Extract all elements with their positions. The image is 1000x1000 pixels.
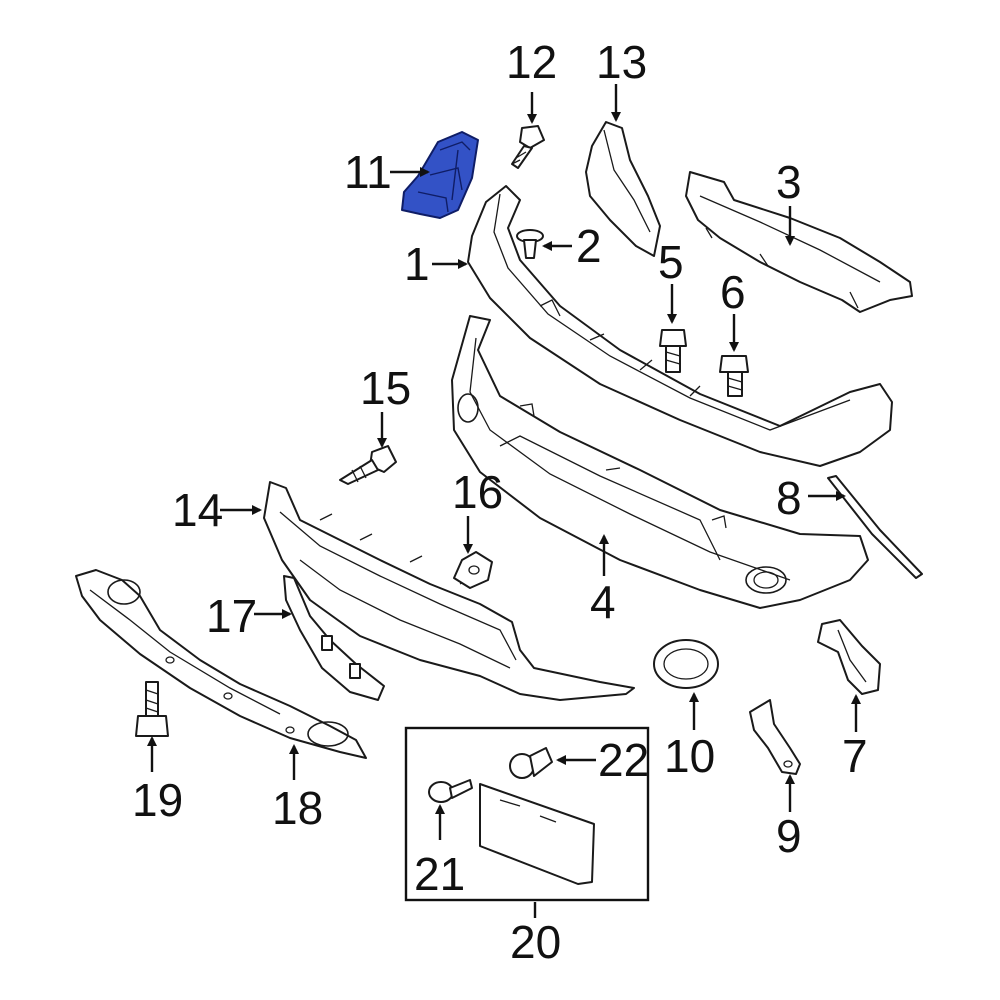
callout-1: 1 xyxy=(404,238,430,290)
leader-lines xyxy=(147,84,861,918)
callout-4: 4 xyxy=(590,576,616,628)
part-20-group-frame xyxy=(404,726,650,902)
callout-20: 20 xyxy=(510,916,561,968)
part-19-bolt[interactable] xyxy=(135,681,169,737)
part-10-bezel[interactable] xyxy=(653,639,719,689)
callout-11: 11 xyxy=(344,146,392,198)
callout-7: 7 xyxy=(842,730,868,782)
callout-16: 16 xyxy=(452,466,503,518)
callout-labels: 11 12 13 3 2 1 5 6 15 16 14 8 4 17 10 7 … xyxy=(132,36,868,968)
callout-12: 12 xyxy=(506,36,557,88)
part-4-bumper-cover[interactable] xyxy=(451,315,869,609)
callout-13: 13 xyxy=(596,36,647,88)
callout-15: 15 xyxy=(360,362,411,414)
callout-17: 17 xyxy=(206,590,257,642)
callout-2: 2 xyxy=(576,220,602,272)
part-20-license-bracket[interactable] xyxy=(479,783,595,885)
part-17-bracket[interactable] xyxy=(283,575,385,701)
part-11-bracket[interactable] xyxy=(401,131,479,219)
callout-10: 10 xyxy=(664,730,715,782)
part-1-upper-cover[interactable] xyxy=(467,185,893,467)
part-21-screw[interactable] xyxy=(428,779,473,803)
part-2-clip[interactable] xyxy=(516,229,544,259)
callout-19: 19 xyxy=(132,774,183,826)
part-15-screw[interactable] xyxy=(339,445,397,485)
part-16-bracket[interactable] xyxy=(453,551,493,589)
callout-9: 9 xyxy=(776,810,802,862)
callout-21: 21 xyxy=(414,848,465,900)
callout-5: 5 xyxy=(658,236,684,288)
callout-8: 8 xyxy=(776,472,802,524)
part-8-strip[interactable] xyxy=(827,475,923,579)
part-6-bolt[interactable] xyxy=(719,355,749,397)
part-14-absorber[interactable] xyxy=(263,481,635,701)
part-13-trim[interactable] xyxy=(585,121,661,257)
callout-6: 6 xyxy=(720,266,746,318)
callout-3: 3 xyxy=(776,156,802,208)
part-5-bolt[interactable] xyxy=(659,329,687,373)
part-9-bracket[interactable] xyxy=(749,699,801,775)
part-18-lower-support[interactable] xyxy=(75,569,367,759)
callout-22: 22 xyxy=(598,734,649,786)
part-7-bracket[interactable] xyxy=(817,619,881,695)
callout-18: 18 xyxy=(272,782,323,834)
part-22-clip[interactable] xyxy=(509,747,553,779)
callout-14: 14 xyxy=(172,484,223,536)
part-12-bolt[interactable] xyxy=(511,125,545,169)
